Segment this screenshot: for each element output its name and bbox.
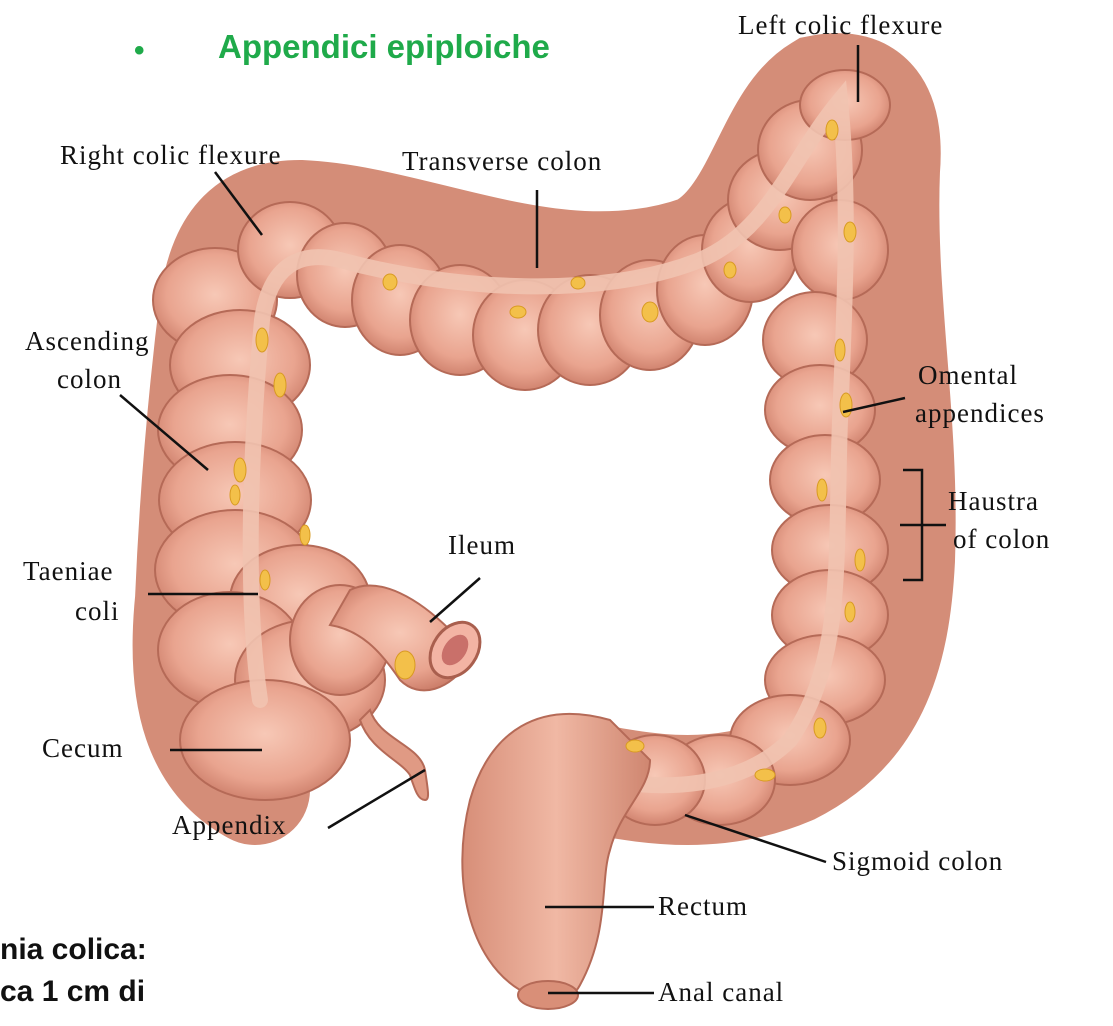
caption-line-2: ca 1 cm di <box>0 975 145 1009</box>
caption-line-1: nia colica: <box>0 933 147 967</box>
haustra-ascending <box>153 248 390 800</box>
label-ascending-2: colon <box>57 364 122 394</box>
label-haustra-1: Haustra <box>948 486 1039 516</box>
anal-canal <box>518 981 578 1009</box>
label-sigmoid-colon: Sigmoid colon <box>832 846 1003 876</box>
label-taeniae-1: Taeniae <box>23 556 114 586</box>
label-ileum: Ileum <box>448 530 516 560</box>
label-haustra-2: of colon <box>953 524 1050 554</box>
label-cecum: Cecum <box>42 733 123 763</box>
label-transverse-colon: Transverse colon <box>402 146 602 176</box>
label-anal-canal: Anal canal <box>658 977 784 1007</box>
label-omental-1: Omental <box>918 360 1018 390</box>
heading-title: Appendici epiploiche <box>218 28 550 66</box>
label-taeniae-2: coli <box>75 596 120 626</box>
label-left-colic-flexure: Left colic flexure <box>738 10 943 40</box>
label-ascending-1: Ascending <box>25 326 149 356</box>
label-omental-2: appendices <box>915 398 1045 428</box>
heading-bullet: • <box>134 34 145 68</box>
label-appendix: Appendix <box>172 810 286 840</box>
rectum <box>462 714 650 1001</box>
label-rectum: Rectum <box>658 891 748 921</box>
appendix <box>360 710 428 800</box>
large-intestine <box>153 70 901 1009</box>
label-right-colic-flexure: Right colic flexure <box>60 140 281 170</box>
